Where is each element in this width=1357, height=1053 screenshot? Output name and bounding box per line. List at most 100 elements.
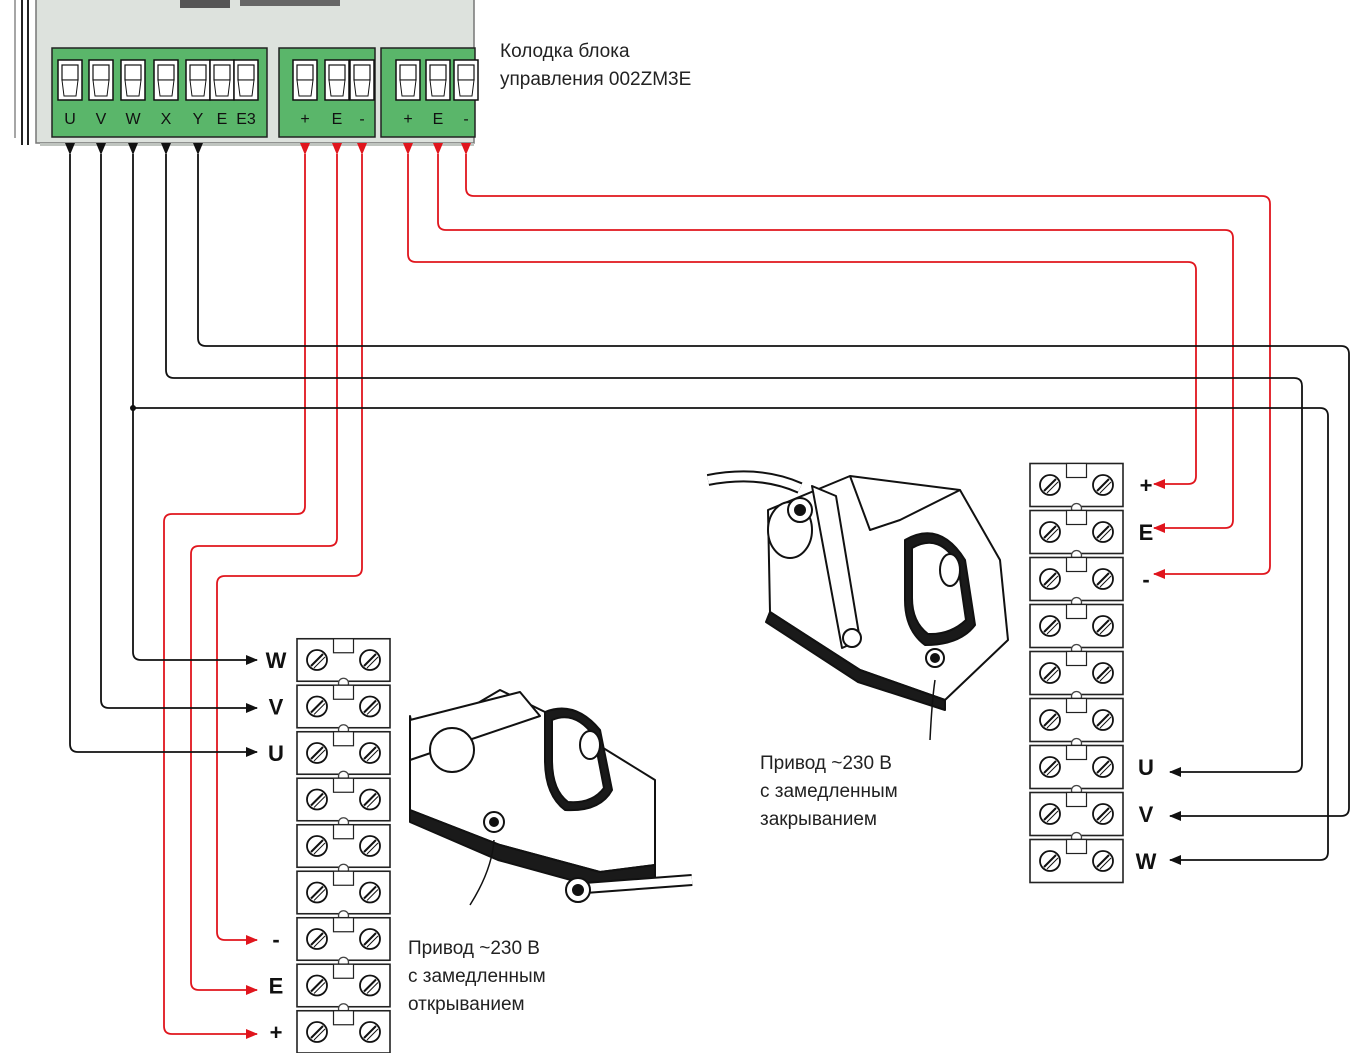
terminal-segment — [296, 637, 391, 683]
actuator-opening — [409, 689, 693, 906]
terminal-label: - — [272, 927, 279, 952]
terminal-label: + — [270, 1020, 283, 1045]
terminal-segment — [296, 870, 391, 915]
screw-icon — [1039, 521, 1061, 543]
terminal-label: - — [1142, 567, 1149, 592]
screw-icon — [1092, 662, 1114, 684]
terminal-segment — [1029, 556, 1124, 602]
board-terminal-label: - — [359, 111, 364, 128]
terminal-block-closing: + E - UVW — [1029, 462, 1157, 884]
wire-junction — [130, 405, 136, 411]
screw-icon — [1039, 568, 1061, 590]
screw-icon — [1039, 850, 1061, 872]
terminal-label: U — [268, 741, 284, 766]
screw-icon — [306, 788, 328, 811]
board-terminal-slot — [453, 59, 479, 101]
board-logo — [180, 0, 340, 8]
screw-icon — [1092, 474, 1114, 496]
screw-icon — [359, 695, 381, 718]
screw-icon — [306, 974, 328, 997]
terminal-label: V — [269, 695, 284, 720]
board-terminal-label: W — [125, 111, 141, 128]
screw-icon — [306, 1021, 328, 1043]
board-terminal-label: + — [403, 111, 412, 128]
terminal-segment — [296, 684, 391, 729]
caption-line: открыванием — [408, 994, 525, 1015]
board-terminal-slot — [209, 59, 235, 101]
screw-icon — [359, 649, 381, 671]
screw-icon — [359, 1021, 381, 1043]
wire-open-v — [96, 143, 258, 713]
terminal-label: + — [1140, 473, 1153, 498]
screw-icon — [1039, 662, 1061, 684]
board-terminal-slot — [425, 59, 451, 101]
terminal-block-opening: WVU-E+ — [266, 637, 391, 1053]
board-terminal-slot — [120, 59, 146, 101]
board-terminal-slot — [324, 59, 350, 101]
wire-close-v — [193, 143, 1350, 821]
screw-icon — [1092, 568, 1114, 590]
screw-icon — [306, 928, 328, 950]
board-terminal-slot — [349, 59, 375, 101]
wire-close-u — [161, 143, 1303, 777]
wire-open-w — [128, 143, 258, 665]
wire-open-plus — [163, 143, 310, 1039]
control-board-caption: Колодка блока управления 002ZM3E — [500, 38, 691, 94]
caption-line: Колодка блока — [500, 41, 630, 62]
screw-icon — [1039, 709, 1061, 731]
terminal-label: E — [1139, 520, 1154, 545]
screw-icon — [1092, 756, 1114, 778]
board-terminal-label: Y — [193, 111, 204, 128]
board-terminal-slot — [395, 59, 421, 101]
screw-icon — [359, 742, 381, 764]
terminal-label: E — [269, 974, 284, 999]
terminal-segment — [296, 777, 391, 822]
board-terminal-label: U — [64, 111, 76, 128]
caption-line: с замедленным — [760, 781, 898, 802]
board-terminal-slot — [233, 59, 259, 101]
board-terminal-label: E — [332, 111, 343, 128]
board-terminal-label: E — [217, 111, 228, 128]
wire-close-plus — [403, 143, 1197, 489]
terminal-segment — [1029, 462, 1124, 508]
board-terminal-slot — [88, 59, 114, 101]
board-terminal-label: - — [463, 111, 468, 128]
board-terminal-slot — [185, 59, 211, 101]
screw-icon — [1039, 803, 1061, 825]
terminal-segment — [296, 1009, 391, 1053]
actuator-closing-caption: Привод ~230 В с замедленным закрыванием — [760, 750, 898, 834]
screw-icon — [1039, 474, 1061, 496]
caption-line: с замедленным — [408, 966, 546, 987]
actuator-closing — [706, 470, 1009, 741]
terminal-label: W — [1136, 849, 1157, 874]
terminal-segment — [1029, 744, 1124, 790]
board-terminal-slot — [57, 59, 83, 101]
screw-icon — [1092, 521, 1114, 543]
screw-icon — [359, 835, 381, 857]
screw-icon — [1039, 615, 1061, 637]
screw-icon — [359, 974, 381, 997]
caption-line: Привод ~230 В — [760, 753, 892, 774]
terminal-segment — [1029, 650, 1124, 696]
caption-line: Привод ~230 В — [408, 938, 540, 959]
board-terminal-label: V — [96, 111, 107, 128]
actuator-opening-caption: Привод ~230 В с замедленным открыванием — [408, 935, 546, 1019]
board-terminal-label: E3 — [236, 111, 256, 128]
terminal-label: V — [1139, 802, 1154, 827]
terminal-segment — [296, 963, 391, 1008]
caption-line: управления 002ZM3E — [500, 69, 692, 90]
screw-icon — [1039, 756, 1061, 778]
board-terminal-slot — [153, 59, 179, 101]
screw-icon — [1092, 709, 1114, 731]
screw-icon — [306, 649, 328, 671]
terminal-label: U — [1138, 755, 1154, 780]
screw-icon — [306, 835, 328, 857]
board-terminal-group: +E- — [380, 47, 479, 138]
screw-icon — [359, 788, 381, 811]
board-terminal-group: +E- — [278, 47, 376, 138]
terminal-segment — [1029, 791, 1124, 837]
terminal-segment — [1029, 697, 1124, 743]
